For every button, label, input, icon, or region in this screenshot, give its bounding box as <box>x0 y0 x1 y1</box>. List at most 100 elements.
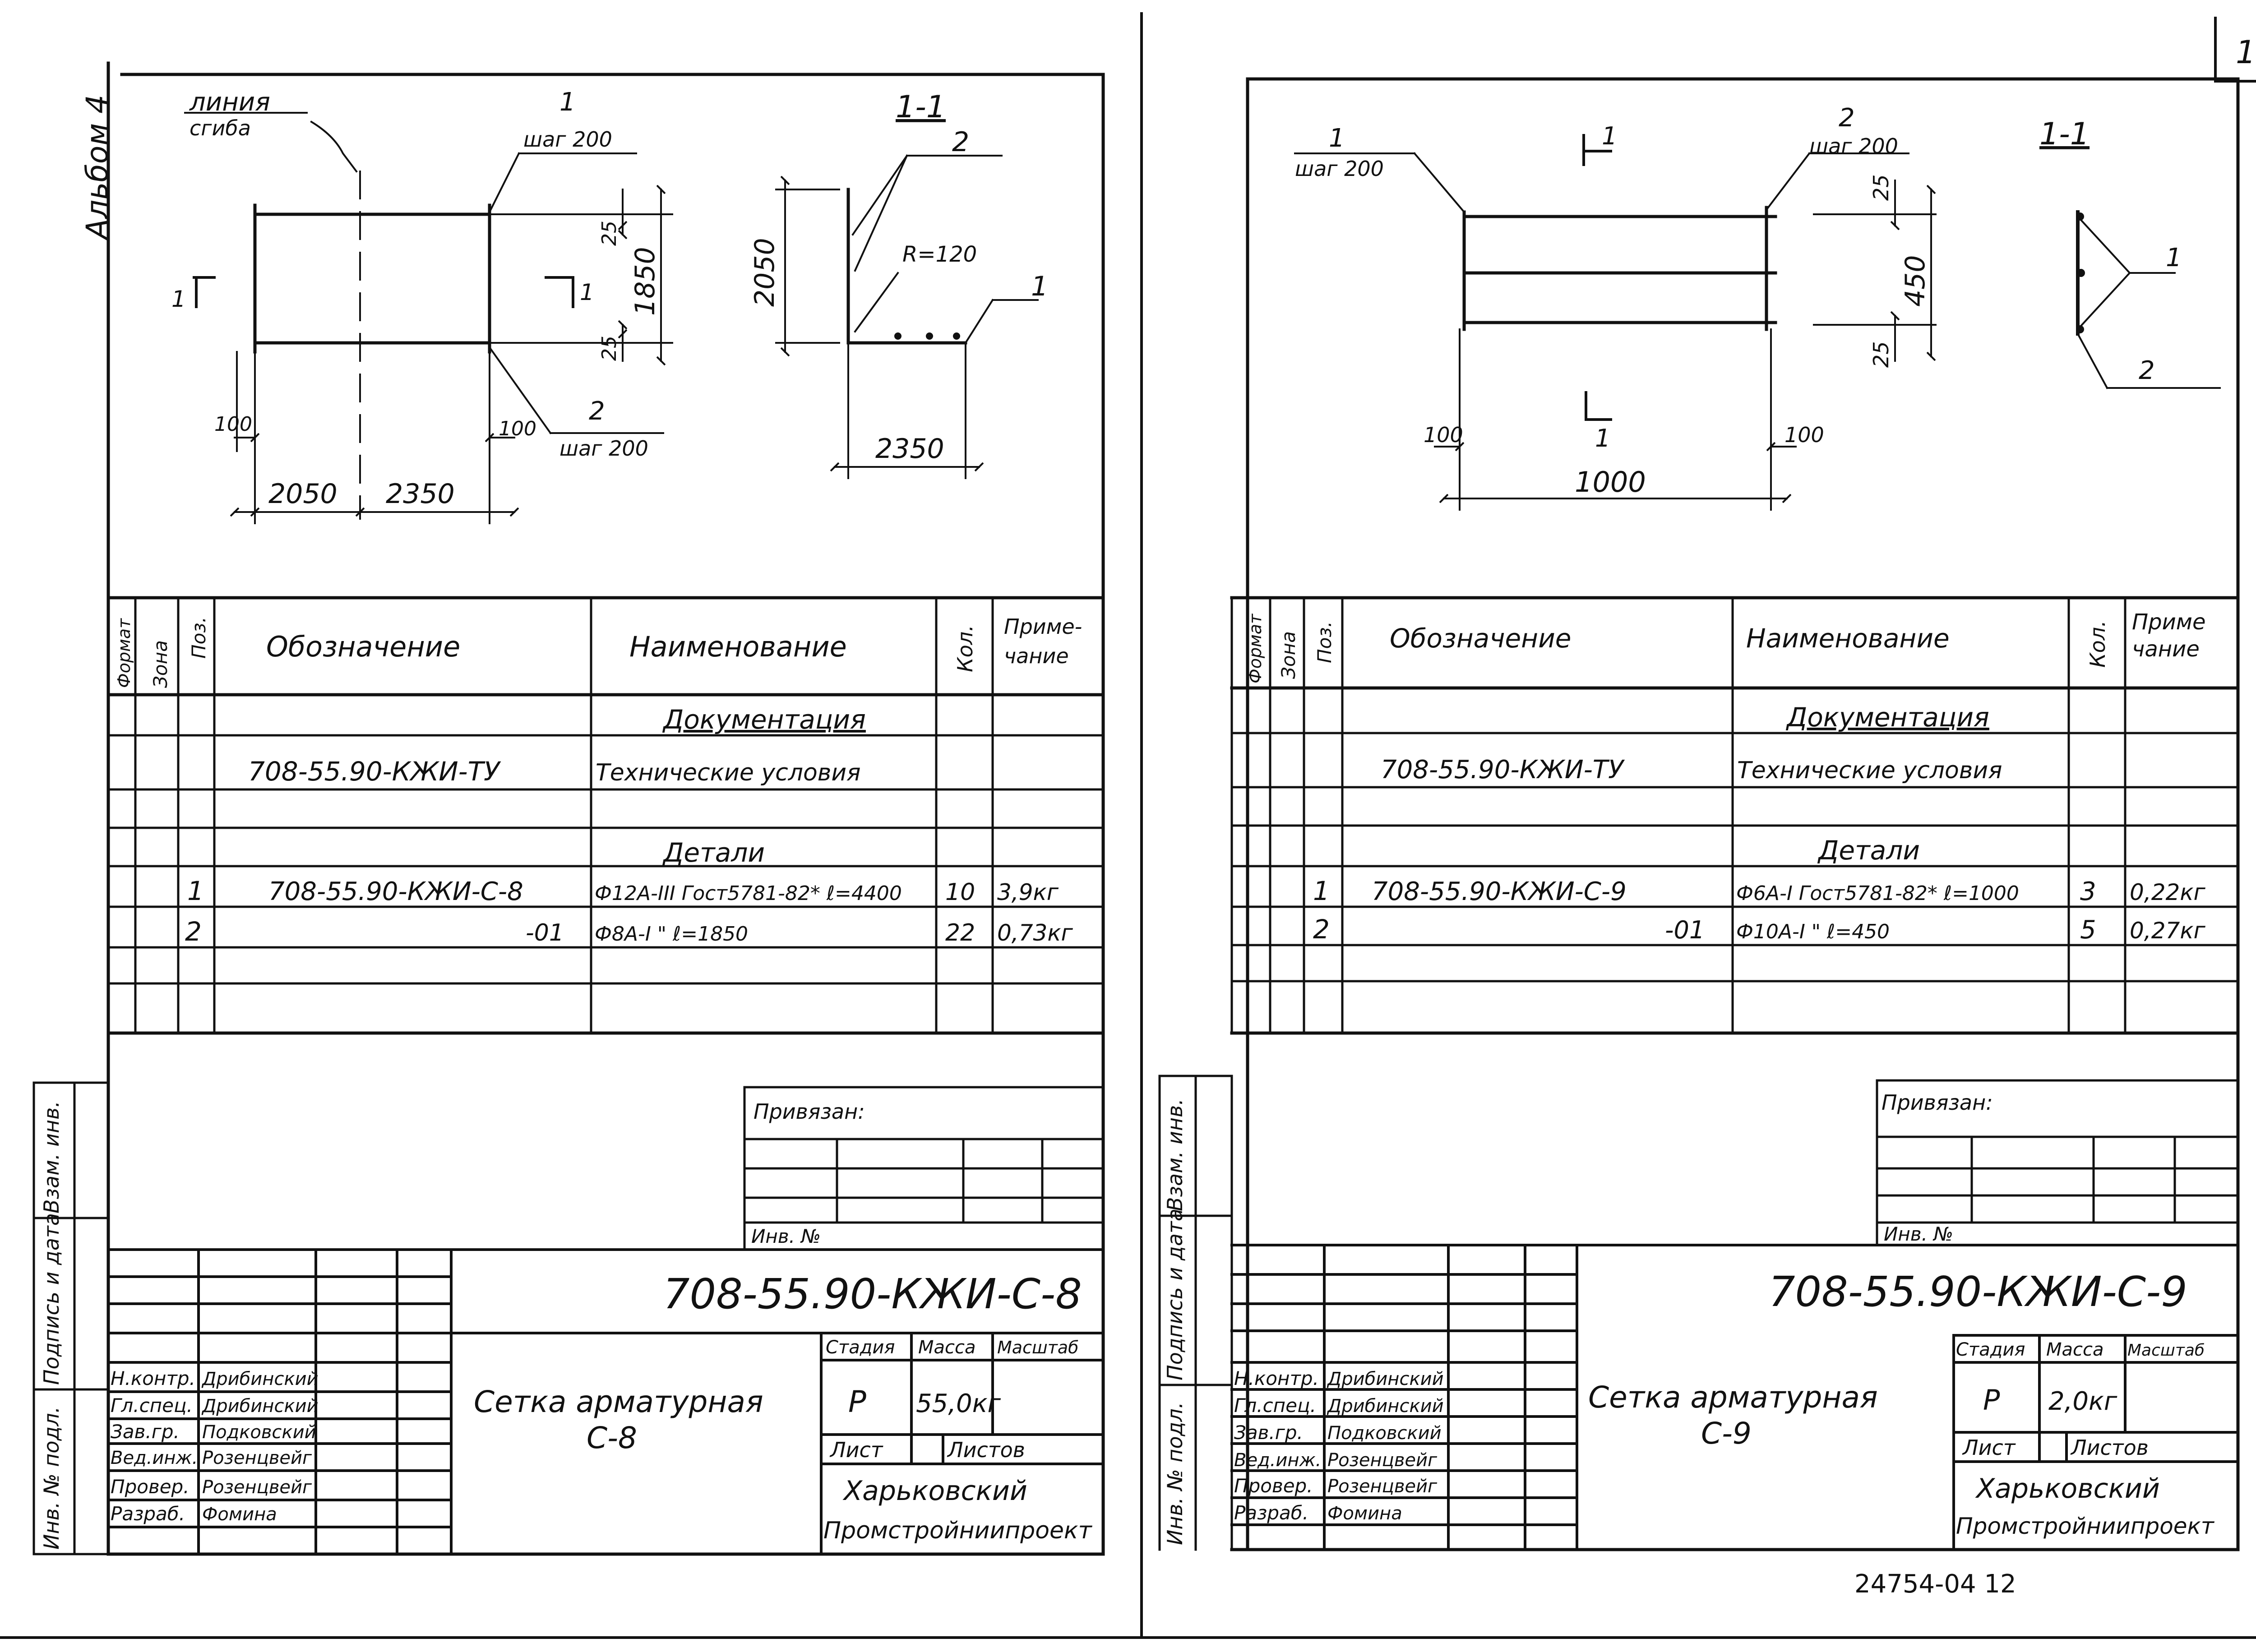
binding-label: Привязан: <box>754 1099 865 1124</box>
header-designation: Обозначение <box>1390 623 1571 654</box>
left-frame <box>106 61 1105 1556</box>
label-sec-mark-b: 1 <box>580 279 594 305</box>
spec-doc-designation: 708-55.90-КЖИ-ТУ <box>1381 755 1625 784</box>
dim-100-b: 100 <box>1784 423 1824 447</box>
margin-inv-podl: Инв. № подл. <box>1163 1402 1187 1545</box>
row-pos: 2 <box>185 916 202 947</box>
margin-podpis-data: Подпись и дата <box>39 1213 64 1385</box>
header-note-1: Приме <box>2132 609 2206 635</box>
row-name: Ф6А-I Гост5781-82* ℓ=1000 <box>1736 882 2019 905</box>
title-sheet-header: Лист <box>1962 1435 2016 1460</box>
header-pos: Поз. <box>188 617 210 659</box>
role-name: Розенцвейг <box>202 1477 312 1498</box>
role-label: Вед.инж. <box>111 1448 198 1468</box>
role-name: Розенцвейг <box>202 1448 312 1468</box>
section-pos2: 2 <box>2139 356 2155 385</box>
role-name: Дрибинский <box>201 1396 319 1417</box>
dim-1850: 1850 <box>629 247 661 316</box>
label-sec-mark-a: 1 <box>1602 122 1617 150</box>
label-bend-line-2: сгиба <box>190 116 251 140</box>
header-designation: Обозначение <box>266 630 460 663</box>
right-frame <box>1230 77 2240 1551</box>
row-name: Ф12А-III Гост5781-82* ℓ=4400 <box>595 882 902 905</box>
role-name: Дрибинский <box>1327 1396 1444 1417</box>
dim-25-a: 25 <box>598 221 621 246</box>
label-step2: шаг 200 <box>1809 134 1898 158</box>
spec-details-header: Детали <box>662 837 765 868</box>
header-qty: Кол. <box>2085 620 2110 668</box>
role-label: Зав.гр. <box>1234 1421 1303 1444</box>
role-name: Дрибинский <box>1327 1369 1444 1389</box>
role-label: Н.контр. <box>111 1367 195 1389</box>
right-margin-strip <box>1158 1075 1233 1551</box>
left-title-block <box>107 1248 1105 1555</box>
row-designation: -01 <box>1665 916 1705 944</box>
margin-vzam-inv: Взам. инв. <box>1163 1098 1187 1211</box>
dim-25-b: 25 <box>598 336 621 361</box>
title-org-1: Харьковский <box>842 1475 1027 1507</box>
title-sheets-header: Листов <box>2070 1435 2149 1460</box>
section-title: 1-1 <box>2039 116 2090 152</box>
role-label: Разраб. <box>1234 1502 1308 1524</box>
role-label: Провер. <box>1234 1475 1313 1497</box>
role-name: Розенцвейг <box>1327 1450 1438 1471</box>
dim-1000: 1000 <box>1575 466 1646 498</box>
sec-bar-dot-2 <box>2077 269 2085 277</box>
title-code: 708-55.90-КЖИ-С-8 <box>663 1270 1082 1318</box>
dim-100-b: 100 <box>499 417 536 440</box>
dim-100-a: 100 <box>1424 423 1463 447</box>
dim-25-a: 25 <box>1869 174 1893 201</box>
row-designation: 708-55.90-КЖИ-С-9 <box>1372 877 1627 906</box>
header-qty: Кол. <box>953 625 977 672</box>
dim-2050: 2050 <box>268 478 337 510</box>
title-sheet-name: Сетка арматурная <box>474 1384 763 1419</box>
spec-doc-header: Документация <box>1785 702 1989 733</box>
header-zone: Зона <box>149 640 171 688</box>
sec-bar-dot-2 <box>926 332 933 340</box>
left-section-view <box>846 188 967 345</box>
left-plan-leaders <box>184 112 664 434</box>
left-section-marks <box>193 276 574 308</box>
margin-podpis-data: Подпись и дата <box>1163 1209 1187 1380</box>
title-scale-header: Масштаб <box>997 1338 1079 1357</box>
spec-doc-header: Документация <box>662 704 866 735</box>
right-roles: Н.контр. Дрибинский Гл.спец. Дрибинский … <box>1234 1367 1444 1524</box>
header-note-1: Приме- <box>1004 614 1082 639</box>
left-plan-dimensions <box>235 189 673 524</box>
right-sheet: Взам. инв. Подпись и дата Инв. № подл. <box>1158 77 2240 1551</box>
binding-inv-no: Инв. № <box>1884 1223 1953 1245</box>
row-note: 0,27кг <box>2130 918 2206 944</box>
spec-doc-name: Технические условия <box>1737 757 2002 784</box>
left-mesh-plan <box>253 203 606 354</box>
title-code: 708-55.90-КЖИ-С-9 <box>1769 1268 2187 1316</box>
title-stage-header: Стадия <box>1956 1339 2025 1360</box>
sec-bar-dot-1 <box>2076 212 2084 221</box>
header-pos: Поз. <box>1313 621 1336 663</box>
title-org-1: Харьковский <box>1975 1473 2160 1504</box>
section-title: 1-1 <box>896 89 946 125</box>
binding-label: Привязан: <box>1882 1090 1993 1115</box>
binding-inv-no: Инв. № <box>751 1225 821 1247</box>
dim-450: 450 <box>1900 255 1931 307</box>
label-pos1: 1 <box>1329 124 1345 153</box>
dim-100-a: 100 <box>214 413 252 436</box>
left-spec-row-1: 1 708-55.90-КЖИ-С-8 Ф12А-III Гост5781-82… <box>187 876 1059 906</box>
label-step1: шаг 200 <box>523 127 612 152</box>
row-name: Ф10А-I " ℓ=450 <box>1736 920 1890 943</box>
right-plan-leaders <box>1294 152 1909 213</box>
row-qty: 3 <box>2080 877 2096 906</box>
title-org-2: Промстройниипроект <box>823 1517 1092 1544</box>
margin-vzam-inv: Взам. инв. <box>39 1101 64 1214</box>
margin-inv-podl: Инв. № подл. <box>39 1407 64 1550</box>
left-spec-table <box>106 596 1105 1035</box>
row-name: Ф8А-I " ℓ=1850 <box>595 923 748 946</box>
right-plan-dims <box>1434 180 1937 511</box>
left-binding-box <box>743 1086 1105 1251</box>
title-sheet-name: Сетка арматурная <box>1588 1380 1878 1415</box>
row-pos: 1 <box>187 876 204 906</box>
row-pos: 2 <box>1313 914 1330 945</box>
right-section-marks <box>1582 134 1612 421</box>
title-mass-header: Масса <box>918 1337 976 1358</box>
role-label: Гл.спец. <box>111 1394 193 1417</box>
